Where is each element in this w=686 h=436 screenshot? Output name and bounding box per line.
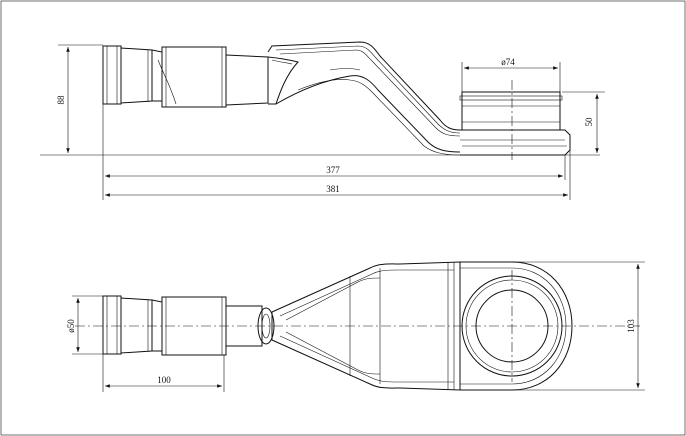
- side-outlet-collar: [461, 91, 561, 131]
- side-body-upper: [267, 41, 461, 131]
- dim-inlet-diameter: ø50: [66, 319, 76, 333]
- side-inlet-socket: [102, 45, 122, 105]
- top-outlet-head: [460, 261, 573, 391]
- dim-outlet-diameter: ø74: [501, 57, 515, 67]
- side-dimensions: 88 ø74 50 377 381: [56, 44, 605, 200]
- side-coupling: [151, 49, 163, 102]
- side-outlet-body: [460, 129, 571, 156]
- side-inlet-spigot: [120, 47, 153, 104]
- dim-length-inner: 377: [326, 165, 340, 175]
- side-pipe: [225, 54, 269, 106]
- top-inlet-socket: [102, 295, 122, 355]
- side-body-lower: [275, 75, 461, 153]
- top-view: [75, 261, 640, 391]
- dim-length-outer: 381: [326, 184, 340, 194]
- top-dimensions: ø50 100 103: [66, 261, 645, 392]
- dim-side-height: 88: [56, 95, 66, 105]
- dim-inlet-length: 100: [157, 375, 171, 385]
- dim-outlet-height: 50: [584, 117, 594, 127]
- dim-body-width: 103: [626, 319, 636, 333]
- side-view: [40, 41, 600, 160]
